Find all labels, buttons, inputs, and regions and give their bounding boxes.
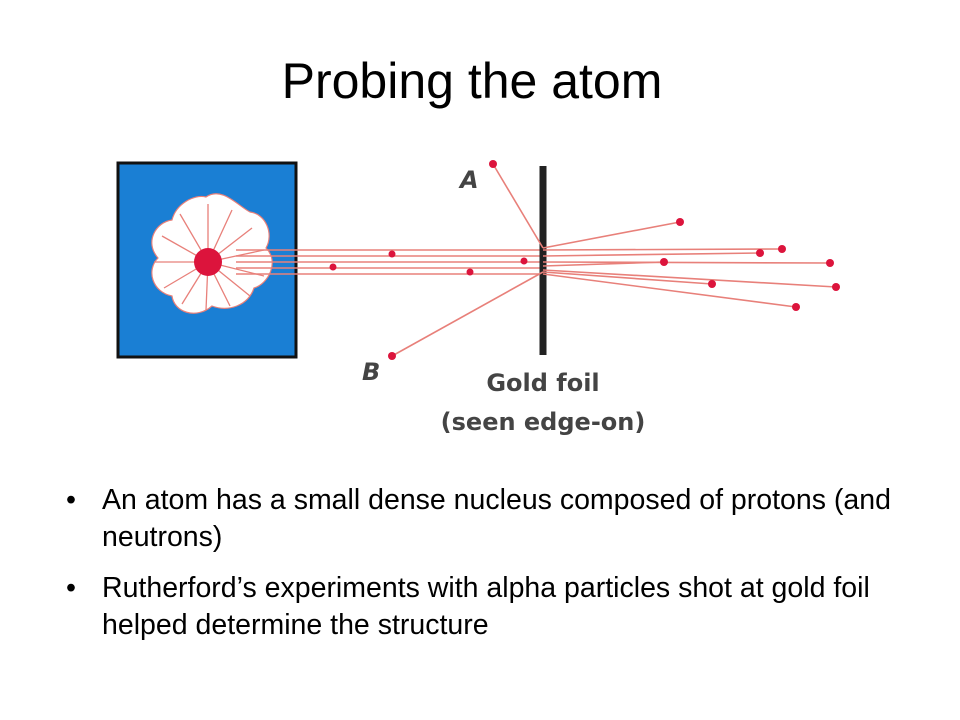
bullet-marker: • — [66, 572, 76, 604]
label-a: A — [458, 166, 479, 194]
bullet-marker: • — [66, 484, 76, 516]
scattered-paths — [391, 163, 837, 357]
label-b: B — [362, 358, 380, 386]
slide-title: Probing the atom — [281, 53, 663, 109]
scattered-particles — [388, 160, 840, 360]
rutherford-diagram: A B Gold foil (seen edge-on) — [116, 160, 840, 436]
bullet-text: Rutherford’s experiments with alpha part… — [102, 572, 870, 641]
foil-label-line1: Gold foil — [486, 369, 599, 397]
foil-label-line2: (seen edge-on) — [441, 408, 646, 436]
bullet-item: • Rutherford’s experiments with alpha pa… — [66, 570, 946, 644]
beam-particles — [329, 250, 528, 276]
radioactive-source-icon — [151, 193, 273, 314]
bullet-item: • An atom has a small dense nucleus comp… — [66, 482, 946, 556]
bullet-text: An atom has a small dense nucleus compos… — [102, 484, 891, 553]
bullet-list: • An atom has a small dense nucleus comp… — [66, 482, 946, 658]
